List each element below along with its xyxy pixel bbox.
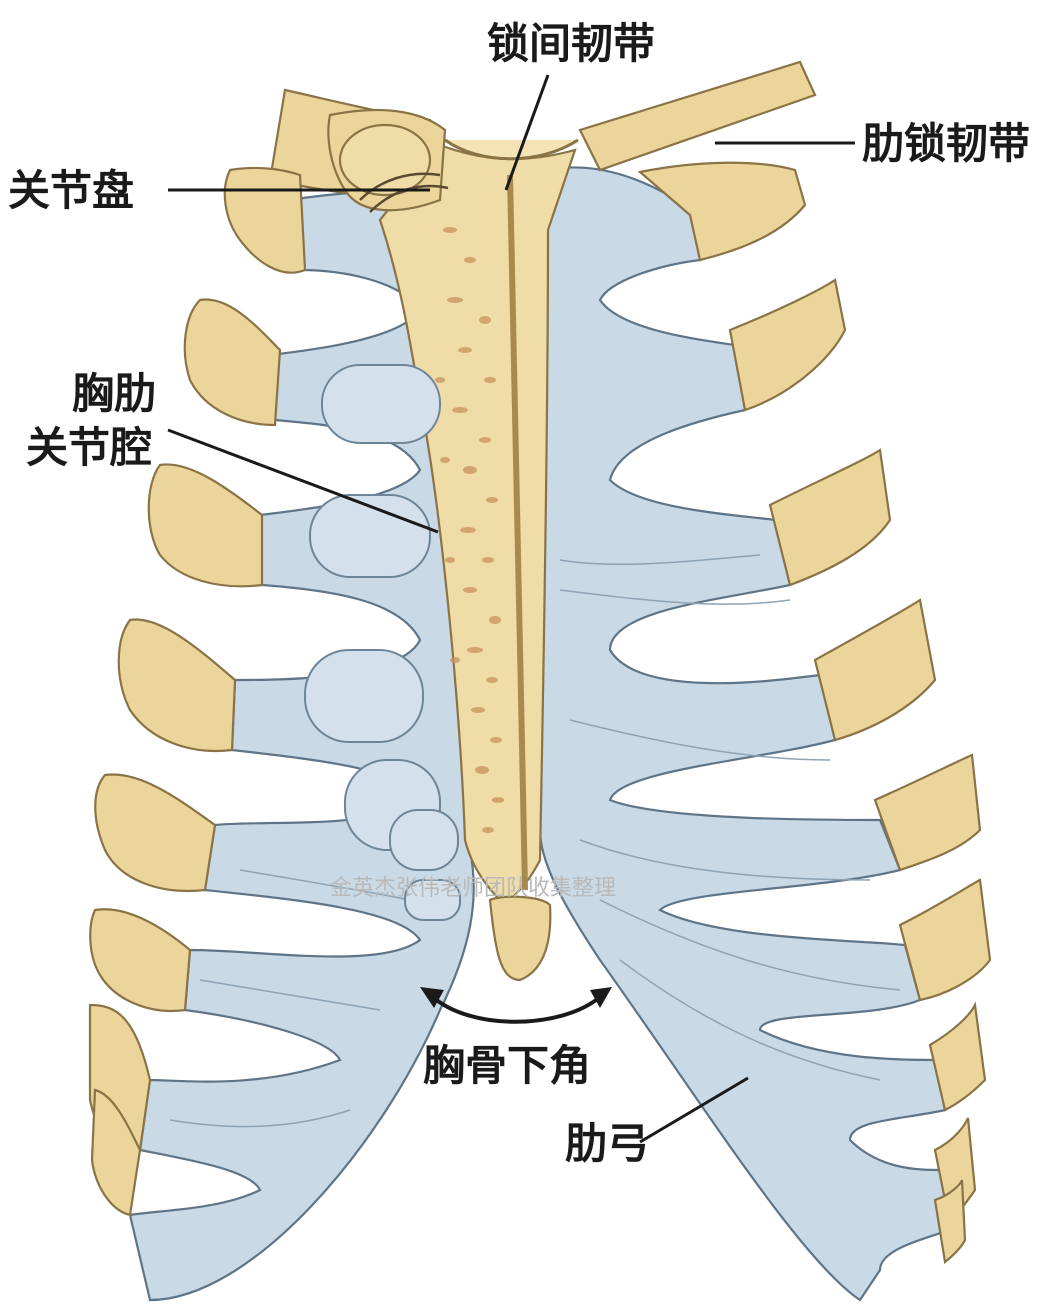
watermark-text: 金英杰张伟老师团队收集整理 xyxy=(330,876,616,901)
label-sternocostal-cavity-line1: 胸肋 xyxy=(72,369,156,418)
label-sternocostal-cavity-line2: 关节腔 xyxy=(26,423,152,472)
label-articular-disc: 关节盘 xyxy=(8,166,134,215)
label-costal-arch: 肋弓 xyxy=(565,1119,649,1168)
label-infrasternal-angle: 胸骨下角 xyxy=(423,1041,591,1090)
label-costoclavicular-ligament: 肋锁韧带 xyxy=(862,119,1030,168)
label-interclavicular-ligament: 锁间韧带 xyxy=(487,19,655,68)
